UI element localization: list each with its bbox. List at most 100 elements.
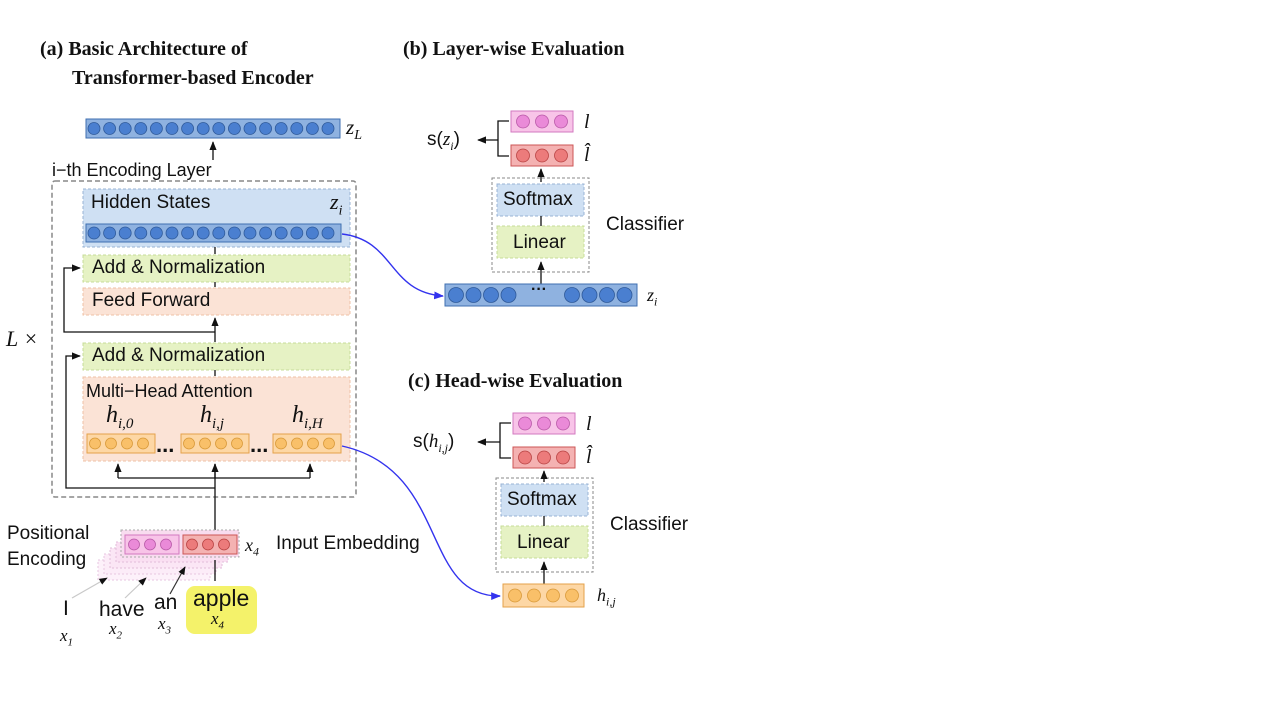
hidden-states-symbol: zi [330,189,343,219]
head-label-0: hi,0 [106,402,134,432]
layerwise-classifier-label: Classifier [606,214,685,235]
layerwise-softmax-box [496,183,585,217]
head-label-j: hi,j [200,402,225,432]
neuron-dot [105,437,117,450]
neuron-dot [581,287,598,303]
neuron-dot [165,226,179,240]
layerwise-input-label: zi [647,285,658,309]
layerwise-prediction-vector [510,144,574,167]
token-word-2: have [99,598,145,621]
head-vectors [86,433,342,454]
neuron-dot [218,538,230,551]
neuron-dot [118,122,132,135]
neuron-dot [144,538,156,551]
headwise-lhat-label: l̂ [586,446,592,468]
neuron-dot [274,226,288,240]
title-c: (c) Head-wise Evaluation [408,370,623,392]
neuron-dot [500,287,517,303]
token-arrows [71,577,147,599]
headwise-input-label: hi,j [597,585,616,609]
neuron-dot [291,437,303,450]
input-embedding-label: Input Embedding [276,533,420,554]
mha-label: Multi−Head Attention [86,381,253,401]
neuron-dot [128,538,140,551]
neuron-dot [89,437,101,450]
neuron-dot [87,122,101,135]
title-b: (b) Layer-wise Evaluation [403,38,625,60]
neuron-dot [202,538,214,551]
layerwise-softmax-label: Softmax [503,189,573,210]
token-sym-4: x4 [211,609,225,632]
neuron-dot [535,148,549,163]
input-embedding-x4 [124,534,238,555]
neuron-dot [118,226,132,240]
layerwise-input-vector [444,283,638,307]
headwise-score-bracket [477,422,511,459]
neuron-dot [181,226,195,240]
neuron-dot [181,122,195,135]
neuron-dot [215,437,227,450]
neuron-dot [137,437,149,450]
neuron-dot [212,226,226,240]
x4-embedding-label: x4 [245,535,259,559]
output-zL-label: zL [346,115,362,144]
neuron-dot [518,450,532,465]
headwise-linear-box [500,525,589,559]
neuron-dot [160,538,172,551]
output-vector-zL [85,118,341,139]
neuron-dot [516,114,530,129]
neuron-dot [518,416,532,431]
neuron-dot [134,122,148,135]
token-sym-1: x1 [60,626,74,649]
neuron-dot [243,122,257,135]
title-a-line2: Transformer-based Encoder [72,67,314,89]
neuron-dot [554,114,568,129]
neuron-dot [448,287,464,303]
headwise-l-label: l [586,413,592,435]
repeat-label: L × [6,326,39,351]
headwise-linear-label: Linear [517,532,570,553]
layerwise-score-label: s(zi) [427,129,460,153]
neuron-dot [87,226,101,240]
neuron-dot [227,226,241,240]
headwise-input-vector [502,583,585,608]
neuron-dot [321,226,335,240]
feed-forward-box [82,287,351,316]
title-a-line1: (a) Basic Architecture of [40,38,248,60]
hidden-states-vector [85,223,342,243]
add-norm-1-label: Add & Normalization [92,257,266,278]
headwise-softmax-label: Softmax [507,489,577,510]
headwise-prediction-vector [512,446,576,469]
positional-encoding-label-2: Encoding [7,549,87,570]
headwise-label-vector [512,412,576,435]
neuron-dot [196,122,210,135]
neuron-dot [199,437,211,450]
token-word-3: an [154,591,178,614]
neuron-dot [305,122,319,135]
token-sym-2: x2 [109,619,123,642]
headwise-classifier-frame [495,477,594,573]
layerwise-label-vector [510,110,574,133]
neuron-dot [134,226,148,240]
neuron-dot [321,122,335,135]
neuron-dot [556,450,570,465]
layerwise-score-bracket [477,120,509,157]
neuron-dot [290,122,304,135]
encoding-layer-caption: i−th Encoding Layer [52,160,212,180]
positional-encoding-label-1: Positional [7,523,90,544]
neuron-dot [103,226,116,240]
hidden-states-label: Hidden States [91,192,211,213]
token-arrow-an [169,566,186,595]
neuron-dot [149,226,163,240]
neuron-dot [231,437,243,450]
neuron-dot [483,287,499,303]
neuron-dot [516,148,530,163]
feed-forward-label: Feed Forward [92,290,211,311]
layerwise-linear-label: Linear [513,232,566,253]
neuron-dot [186,538,198,551]
neuron-dot [165,122,179,135]
add-norm-1-box [82,254,351,283]
neuron-dot [556,416,570,431]
neuron-dot [535,114,549,129]
curve-to-layerwise [341,233,444,300]
